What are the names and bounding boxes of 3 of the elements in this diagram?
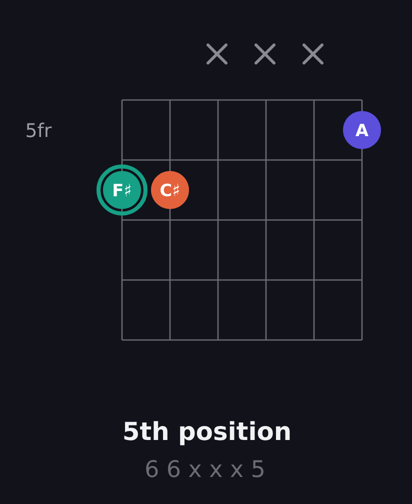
caption: 6 6 x x x 5 [146, 460, 264, 478]
title: 5th position [124, 421, 290, 446]
fret-number: 5fr [26, 122, 52, 138]
